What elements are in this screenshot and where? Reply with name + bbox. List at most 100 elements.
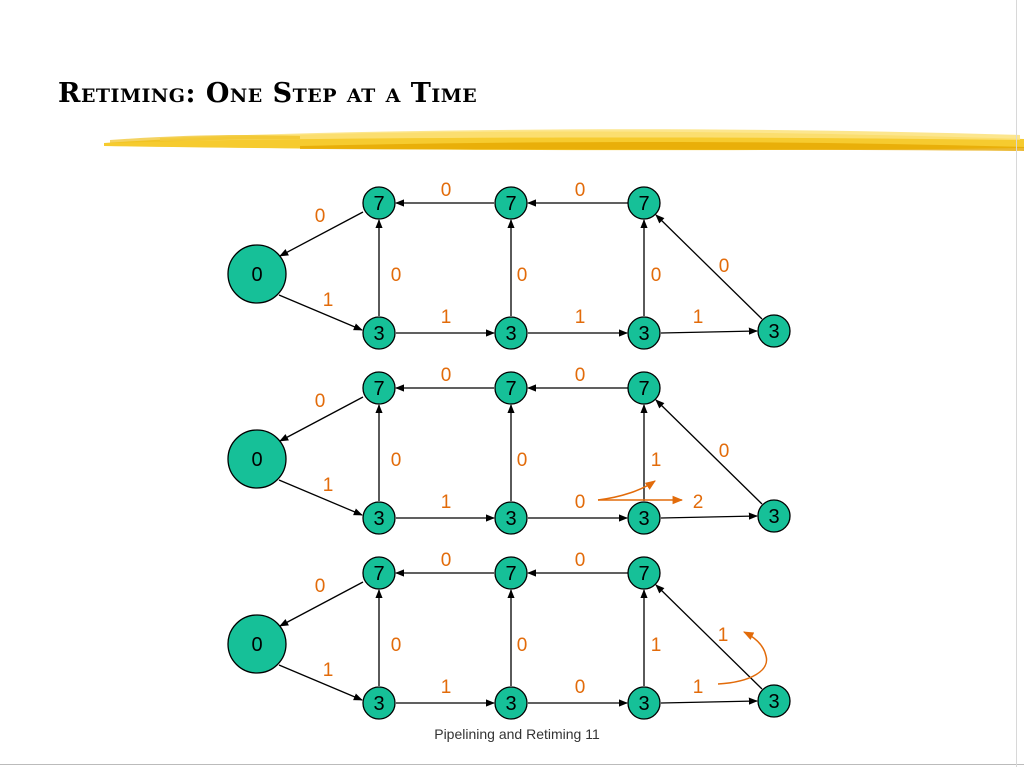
weight-bottom-1-bottom-2: 1 (441, 307, 452, 328)
node-source-label: 0 (251, 449, 262, 471)
graph-initial: 0 7 7 7 3 3 3 3 0 0 0 0 0 0 0 1 1 1 1 (227, 180, 791, 350)
node-top-3-label: 7 (638, 563, 649, 585)
edge-top-1-to-source (279, 396, 364, 442)
weight-source-bottom-1: 1 (323, 475, 334, 496)
weight-diagonal: 1 (718, 625, 729, 646)
slide-title: Retiming: One Step at a Time (58, 78, 478, 109)
weight-source-bottom-1: 1 (323, 660, 334, 681)
weight-bottom-3-bottom-4: 2 (693, 492, 704, 513)
weight-bottom-2-bottom-3: 0 (575, 492, 586, 513)
node-bottom-1-label: 3 (373, 508, 384, 530)
node-bottom-4 (757, 499, 791, 533)
weight-source-bottom-1: 1 (323, 290, 334, 311)
weight-top-2-top-1: 0 (441, 180, 452, 201)
edge-bottom-4-to-top-3 (655, 214, 763, 320)
node-source-label: 0 (251, 634, 262, 656)
weight-diagonal: 0 (719, 441, 730, 462)
weight-top-1-source: 0 (315, 206, 326, 227)
brush-highlight (160, 129, 1020, 141)
node-source (227, 614, 287, 674)
weight-top-3-top-2: 0 (575, 550, 586, 571)
node-top-3-label: 7 (638, 378, 649, 400)
node-top-2-label: 7 (505, 193, 516, 215)
node-bottom-2-label: 3 (505, 323, 516, 345)
node-bottom-3-label: 3 (638, 693, 649, 715)
weight-bottom-2-bottom-3: 1 (575, 307, 586, 328)
node-top-3-label: 7 (638, 193, 649, 215)
node-top-2 (494, 186, 528, 220)
node-top-1-label: 7 (373, 193, 384, 215)
weight-bottom-3-bottom-4: 1 (693, 307, 704, 328)
weight-top-3-top-2: 0 (575, 180, 586, 201)
node-bottom-4-label: 3 (768, 506, 779, 528)
node-bottom-1-label: 3 (373, 323, 384, 345)
node-top-2-label: 7 (505, 563, 516, 585)
node-bottom-1 (362, 316, 396, 350)
node-bottom-3-label: 3 (638, 508, 649, 530)
weight-top-2-top-1: 0 (441, 365, 452, 386)
graph-step-2: 0 7 7 7 3 3 3 3 0 0 0 0 0 0 1 1 1 0 1 1 (227, 550, 791, 720)
node-top-1-label: 7 (373, 563, 384, 585)
brush-dark (300, 142, 1024, 151)
node-source (227, 429, 287, 489)
weight-vertical-1: 0 (391, 265, 402, 286)
node-top-3 (627, 186, 661, 220)
node-bottom-4 (757, 684, 791, 718)
weight-bottom-2-bottom-3: 0 (575, 677, 586, 698)
node-bottom-3 (627, 501, 661, 535)
node-bottom-2-label: 3 (505, 508, 516, 530)
node-bottom-4 (757, 314, 791, 348)
node-top-2-label: 7 (505, 378, 516, 400)
node-bottom-2 (494, 316, 528, 350)
node-bottom-2-label: 3 (505, 693, 516, 715)
slide-footer: Pipelining and Retiming 11 (434, 726, 600, 742)
node-bottom-3 (627, 686, 661, 720)
node-bottom-2 (494, 501, 528, 535)
edge-bottom-3-to-bottom-4 (660, 697, 758, 705)
retime-arrow-up (597, 480, 656, 501)
weight-top-1-source: 0 (315, 391, 326, 412)
right-divider (1016, 0, 1017, 767)
edge-bottom-3-to-bottom-4 (660, 512, 758, 520)
node-bottom-3 (627, 316, 661, 350)
node-bottom-1 (362, 686, 396, 720)
node-bottom-1-label: 3 (373, 693, 384, 715)
weight-vertical-1: 0 (391, 450, 402, 471)
weight-vertical-2: 0 (517, 265, 528, 286)
weight-top-2-top-1: 0 (441, 550, 452, 571)
node-top-1 (362, 186, 396, 220)
graph-step-1: 0 7 7 7 3 3 3 3 0 0 0 0 0 0 1 1 1 0 2 (227, 365, 791, 535)
weight-vertical-3: 1 (651, 635, 662, 656)
node-top-2 (494, 556, 528, 590)
edge-top-1-to-source (279, 211, 364, 257)
edge-source-to-bottom-1 (278, 294, 363, 331)
node-top-3 (627, 556, 661, 590)
edge-bottom-3-to-bottom-4 (660, 327, 758, 335)
node-source-label: 0 (251, 264, 262, 286)
edge-source-to-bottom-1 (278, 479, 363, 516)
node-top-1-label: 7 (373, 378, 384, 400)
node-top-3 (627, 371, 661, 405)
weight-vertical-2: 0 (517, 635, 528, 656)
retime-arrow-curved (717, 631, 768, 685)
edge-bottom-4-to-top-3 (655, 399, 763, 505)
weight-vertical-1: 0 (391, 635, 402, 656)
brush-tail (110, 135, 300, 143)
node-bottom-4-label: 3 (768, 321, 779, 343)
weight-bottom-1-bottom-2: 1 (441, 492, 452, 513)
bottom-divider (0, 764, 1024, 765)
weight-vertical-3: 1 (651, 450, 662, 471)
weight-bottom-1-bottom-2: 1 (441, 677, 452, 698)
node-top-1 (362, 556, 396, 590)
node-top-2 (494, 371, 528, 405)
weight-diagonal: 0 (719, 256, 730, 277)
weight-bottom-3-bottom-4: 1 (693, 677, 704, 698)
node-bottom-4-label: 3 (768, 691, 779, 713)
node-source (227, 244, 287, 304)
node-top-1 (362, 371, 396, 405)
node-bottom-3-label: 3 (638, 323, 649, 345)
edge-bottom-4-to-top-3 (655, 584, 763, 690)
weight-top-3-top-2: 0 (575, 365, 586, 386)
